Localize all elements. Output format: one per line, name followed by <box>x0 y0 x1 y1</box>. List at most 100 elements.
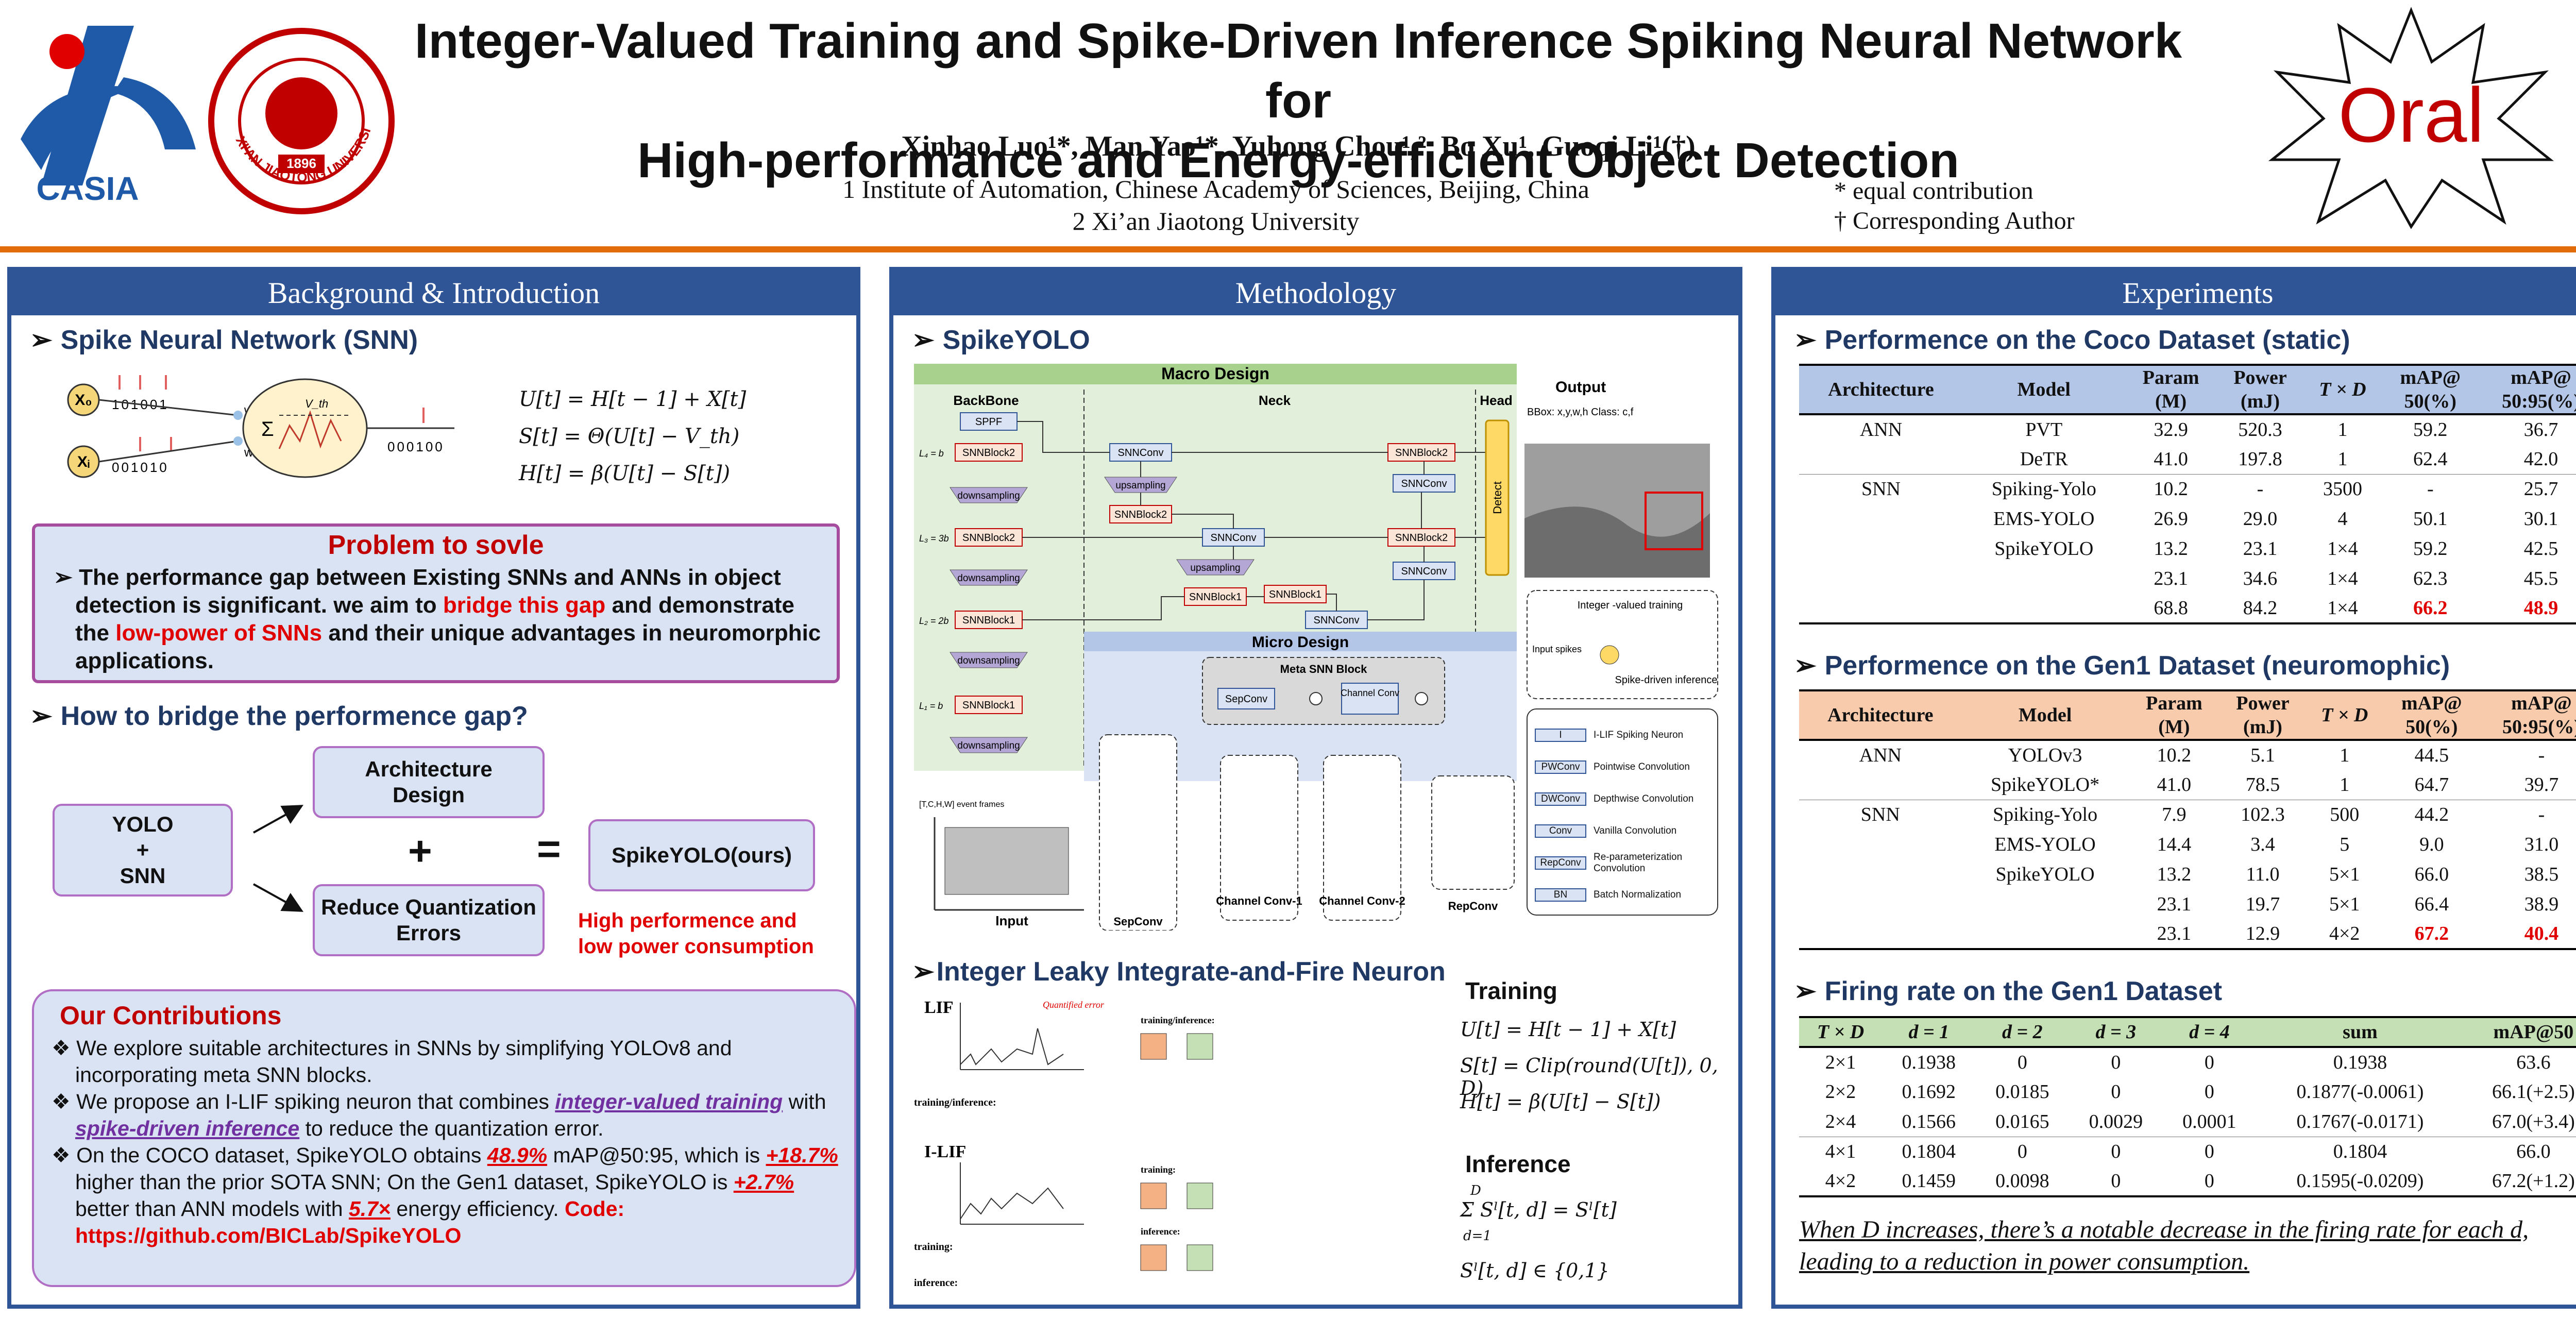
table-cell <box>1799 770 1962 800</box>
table-cell: 0.0098 <box>1995 1170 2049 1192</box>
svg-text:training/inference:: training/inference: <box>1141 1015 1215 1025</box>
table-cell: 23.1 <box>2157 923 2192 944</box>
result-note: High performence and low power consumpti… <box>578 909 814 958</box>
table-cell: SpikeYOLO* <box>1991 773 2100 796</box>
svg-text:CASIA: CASIA <box>36 170 139 207</box>
micro-blocks: SepConv Channel Conv-1 Channel Conv-2 Re… <box>1099 734 1515 931</box>
svg-text:Σ: Σ <box>261 418 274 441</box>
table-cell: 78.5 <box>2245 773 2280 796</box>
svg-text:Micro Design: Micro Design <box>1252 634 1349 651</box>
methodology-panel: Methodology ➢SpikeYOLO Macro Design Back… <box>889 267 1742 1309</box>
svg-text:SNNBlock2: SNNBlock2 <box>1395 532 1448 544</box>
table-cell: 0 <box>2017 1052 2027 1073</box>
table-cell: 38.5 <box>2524 864 2559 885</box>
table-cell: 9.0 <box>2419 834 2444 855</box>
table-cell: 68.8 <box>2154 597 2188 619</box>
table-cell: 0 <box>2204 1170 2214 1192</box>
table-cell: 48.9 <box>2523 597 2558 619</box>
contribution-item: ❖ On the COCO dataset, SpikeYOLO obtains… <box>52 1143 838 1247</box>
quantization-errors-box: Reduce Quantization Errors <box>313 884 545 956</box>
table-cell: 0.0165 <box>1995 1110 2049 1132</box>
lif-ilif-diagram: LIF Quantified error training/inference:… <box>914 998 1215 1289</box>
training-equation-2: S[t] = Clip(round(U[t]), 0, D) <box>1460 1054 1718 1100</box>
arrows-icon <box>253 805 303 912</box>
neuron-diagram: X₀ Xᵢ 101001 001010 w₀ wᵢ Σ V_th 000100 <box>67 375 454 478</box>
snn-equation-2: S[t] = Θ(U[t] − V_th) <box>519 425 740 448</box>
svg-text:SNNBlock1: SNNBlock1 <box>962 700 1015 711</box>
snn-section-title: ➢Spike Neural Network (SNN) <box>30 325 418 355</box>
table-cell: 0.1804 <box>1902 1141 1956 1163</box>
code-link[interactable]: Code: https://github.com/BICLab/SpikeYOL… <box>75 1197 625 1247</box>
inference-heading: Inference <box>1465 1151 1571 1177</box>
contribution-item: ❖ We explore suitable architectures in S… <box>52 1036 732 1087</box>
svg-text:training/inference:: training/inference: <box>914 1097 996 1108</box>
table-cell: 0.1938 <box>2333 1052 2387 1073</box>
table-cell: 500 <box>2330 804 2360 826</box>
yolo-snn-box: YOLO + SNN <box>53 804 233 897</box>
table-cell: 102.3 <box>2241 804 2285 826</box>
table-cell: 0.1459 <box>1902 1170 1956 1192</box>
table-cell: - <box>2538 745 2545 766</box>
svg-text:training:: training: <box>1141 1164 1176 1175</box>
background-panel: Background & Introduction ➢Spike Neural … <box>7 267 860 1309</box>
table-cell: Spiking-Yolo <box>1991 478 2096 500</box>
svg-text:Spike-driven inference: Spike-driven inference <box>1615 674 1718 686</box>
table-cell: 23.1 <box>2154 568 2188 589</box>
svg-text:SPPF: SPPF <box>975 416 1002 428</box>
svg-text:SNNBlock2: SNNBlock2 <box>962 532 1015 544</box>
table-cell: 34.6 <box>2243 568 2278 589</box>
table-cell: 25.7 <box>2523 478 2558 500</box>
poster-title: Integer-Valued Training and Spike-Driven… <box>414 13 2182 188</box>
header-divider <box>0 246 2576 252</box>
table-cell: 36.7 <box>2523 419 2558 441</box>
svg-text:L₁ = b: L₁ = b <box>919 701 943 711</box>
training-heading: Training <box>1465 977 1557 1004</box>
author-notes: * equal contribution † Corresponding Aut… <box>1834 177 2075 234</box>
table-cell: Spiking-Yolo <box>1993 804 2098 826</box>
table-cell: 66.2 <box>2413 597 2448 619</box>
svg-text:downsampling: downsampling <box>957 573 1020 584</box>
table-cell: 0 <box>2111 1052 2121 1073</box>
table-cell: EMS-YOLO <box>1993 508 2095 530</box>
author-list: Xinhao Luo¹*, Man Yao¹*, Yuhong Chou¹,²,… <box>901 130 1696 162</box>
table-cell: 12.9 <box>2245 923 2280 944</box>
table-cell: 59.2 <box>2413 538 2448 560</box>
problem-box: Problem to sovle ➢ The performance gap b… <box>32 523 840 683</box>
svg-text:SepConv: SepConv <box>1225 694 1267 705</box>
table-cell: 31.0 <box>2524 834 2559 855</box>
svg-text:Channel Conv-1: Channel Conv-1 <box>1216 894 1302 907</box>
table-cell: ANN <box>1859 419 1903 441</box>
table-cell: 0.1566 <box>1902 1110 1956 1132</box>
ilif-section-title: ➢Integer Leaky Integrate-and-Fire Neuron <box>912 957 1446 987</box>
table-cell: 1×4 <box>2327 597 2358 619</box>
table-cell: 50.1 <box>2413 508 2448 530</box>
svg-text:training:: training: <box>914 1241 953 1253</box>
table-cell: - <box>2427 478 2434 500</box>
table-cell: PVT <box>2025 419 2063 441</box>
table-cell: 0 <box>2204 1052 2214 1073</box>
svg-text:Oral: Oral <box>2338 72 2484 158</box>
table-cell: - <box>2538 804 2545 826</box>
coco-section-title: ➢Performence on the Coco Dataset (static… <box>1794 325 2350 355</box>
table-cell <box>1963 594 2125 623</box>
svg-text:SNNBlock2: SNNBlock2 <box>962 447 1015 459</box>
problem-title: Problem to sovle <box>328 530 544 560</box>
table-cell: 14.4 <box>2157 834 2192 855</box>
table-cell: 41.0 <box>2157 773 2192 796</box>
table-cell <box>1799 919 1962 949</box>
